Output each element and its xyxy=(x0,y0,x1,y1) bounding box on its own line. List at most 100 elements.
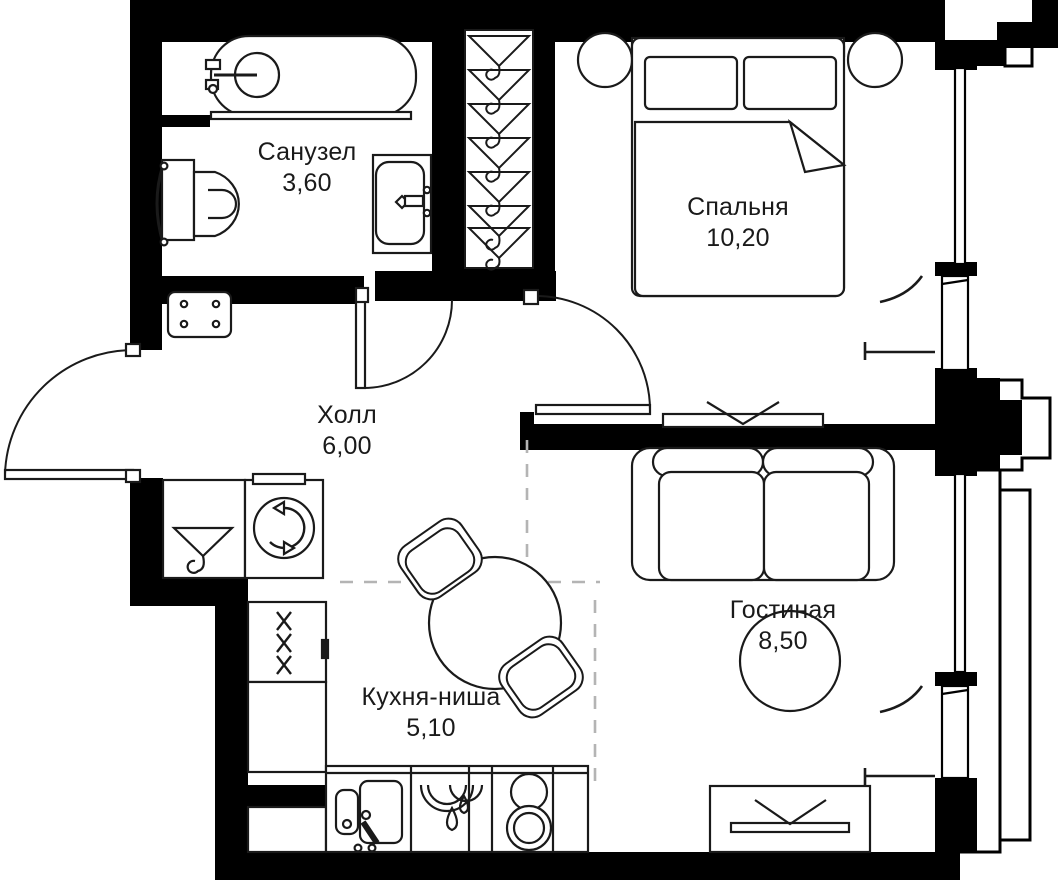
entrance-door-leaf[interactable] xyxy=(3,468,135,481)
kitchen-hob-side-handle xyxy=(320,638,330,660)
living-balcony-threshold xyxy=(863,768,935,786)
wall-bottom-outer xyxy=(215,852,960,880)
washbasin-tap-2 xyxy=(422,208,432,218)
toilet-cistern xyxy=(160,158,196,242)
wall-bath-bottom-2 xyxy=(272,276,362,304)
bathtub-tap-1 xyxy=(204,58,222,71)
room-label-bathroom: Санузел 3,60 xyxy=(258,137,357,198)
window-bedroom xyxy=(953,66,967,266)
bedroom-balcony-threshold xyxy=(863,342,935,360)
walls-group xyxy=(130,0,1058,880)
washing-machine-arrow-1 xyxy=(271,500,286,516)
panel-screw-3 xyxy=(179,319,189,329)
door-bedroom-balcony-line xyxy=(941,278,969,286)
kitchen-dish-1 xyxy=(419,784,475,813)
wall-kitchen-vertical xyxy=(215,578,248,852)
kitchen-glass-1 xyxy=(445,805,459,832)
wardrobe-group xyxy=(464,29,534,271)
kitchen-burner-large-inner xyxy=(512,811,546,845)
washing-machine-cycle-arrows xyxy=(269,506,306,550)
bathroom-fixtures-group xyxy=(155,34,433,255)
outline-right-balcony2 xyxy=(1000,488,1032,842)
room-area-living: 8,50 xyxy=(758,626,808,655)
towel-rail xyxy=(155,164,165,244)
kitchen-sink-tap-base xyxy=(360,809,372,821)
kitchen-burner-small xyxy=(509,772,549,812)
wall-right-lower-jamb xyxy=(935,672,977,686)
room-name-bathroom: Санузел xyxy=(257,138,357,166)
kitchen-sink-bowl xyxy=(358,779,404,845)
nightstand-left xyxy=(576,31,634,89)
bed-pillow-left xyxy=(643,55,739,111)
wall-hall-top-right xyxy=(375,271,535,301)
kitchen-sink-drain-board xyxy=(334,788,360,836)
door-living-balcony xyxy=(940,684,970,780)
room-name-hall: Холл xyxy=(317,401,377,429)
bed-pillow-right xyxy=(742,55,838,111)
washing-machine-panel xyxy=(251,472,307,486)
wall-right-lower-jamb2 xyxy=(935,778,977,792)
toilet-seat-mark xyxy=(208,188,238,220)
sofa-seat-right xyxy=(762,470,871,582)
wall-right-mid-inner xyxy=(935,378,1000,470)
panel-screw-2 xyxy=(211,299,221,309)
wall-wardrobe-right xyxy=(533,0,555,276)
wall-living-top xyxy=(520,424,945,450)
bed-duvet-fold xyxy=(787,118,847,174)
door-living-balcony-line xyxy=(941,688,969,696)
room-label-living: Гостиная 8,50 xyxy=(730,595,837,656)
room-area-bathroom: 3,60 xyxy=(282,168,332,197)
bedroom-furniture-group xyxy=(576,31,904,298)
room-name-bedroom: Спальня xyxy=(687,193,789,221)
wall-right-upper-jamb xyxy=(935,56,977,70)
outline-right-top xyxy=(1003,22,1058,68)
wardrobe-hangers xyxy=(466,35,532,271)
bathtub-tap-knob xyxy=(207,83,219,95)
wall-hall-left-stub xyxy=(130,304,162,350)
dining-chair-right xyxy=(498,635,584,719)
wall-kitchen-mid-bottom xyxy=(215,785,352,807)
kitchen-sink-faucet xyxy=(360,820,380,845)
wall-bath-right xyxy=(432,0,465,276)
sofa-seat-left xyxy=(657,470,766,582)
kitchen-sink-drain xyxy=(341,818,353,830)
room-area-kitchen: 5,10 xyxy=(406,713,456,742)
kitchen-funnel-tail xyxy=(186,555,205,574)
wall-bath-niche-bottom xyxy=(130,115,210,127)
hall-group xyxy=(3,286,652,484)
bedroom-door-jamb xyxy=(522,288,540,306)
bed-duvet xyxy=(633,120,846,298)
tv-cabinet xyxy=(708,784,872,854)
wall-left-upper xyxy=(130,0,162,330)
living-balcony-swing xyxy=(879,685,924,714)
wall-living-top-left-jamb xyxy=(520,412,534,450)
kitchen-hob-burners xyxy=(276,611,292,675)
entrance-door-jamb-top xyxy=(124,342,142,358)
window-living-upper xyxy=(953,472,967,674)
washing-machine-arrow-2 xyxy=(282,540,297,556)
tv-screen-symbol xyxy=(754,799,827,826)
living-console-symbol xyxy=(706,401,780,426)
kitchen-sink-tap-2 xyxy=(367,843,377,853)
room-label-kitchen: Кухня-ниша 5,10 xyxy=(362,682,501,743)
refrigerator xyxy=(246,680,328,774)
kitchen-funnel-icon xyxy=(171,526,235,558)
wall-right-lower-jamb3 xyxy=(935,462,977,476)
wall-right-mid-jamb-top xyxy=(935,262,977,276)
living-furniture-group xyxy=(630,275,935,854)
bedroom-door-leaf[interactable] xyxy=(534,403,652,416)
kitchen-sink-tap-1 xyxy=(353,843,363,853)
room-label-bedroom: Спальня 10,20 xyxy=(687,192,789,253)
coffee-table xyxy=(738,609,842,713)
bedroom-balcony-swing xyxy=(879,275,924,304)
room-name-kitchen: Кухня-ниша xyxy=(361,683,501,711)
washbasin-tap-1 xyxy=(422,185,432,195)
bathtub-apron xyxy=(209,110,413,121)
bathroom-door-leaf[interactable] xyxy=(354,298,367,390)
outer-outline-group xyxy=(960,22,1058,854)
kitchen-glass-2 xyxy=(458,793,470,815)
outline-right-balcony xyxy=(977,468,1002,854)
door-bedroom-balcony xyxy=(940,274,970,372)
